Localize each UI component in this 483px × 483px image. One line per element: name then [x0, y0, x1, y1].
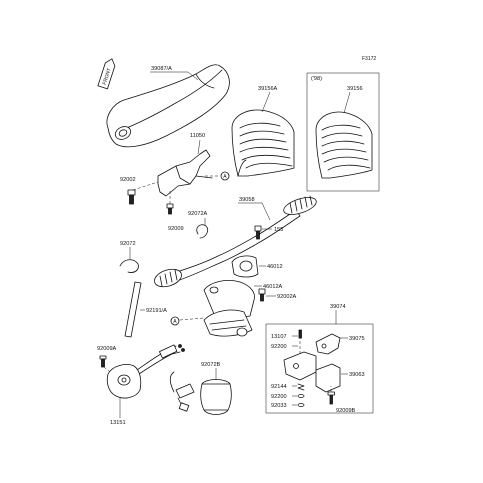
bolt-92002A: 92002A	[258, 288, 297, 302]
bolt-155: 155	[254, 225, 283, 240]
cover-39156: 39156	[315, 86, 373, 179]
callout-a-lower-letter: A	[173, 319, 177, 325]
label-39074: 39074	[330, 304, 346, 310]
label-39156A: 39156A	[258, 86, 278, 92]
switch-assembly-box	[265, 323, 374, 414]
label-39156: 39156	[347, 86, 363, 92]
label-92200b: 92200	[271, 394, 287, 400]
label-39063: 39063	[349, 372, 365, 378]
cable-connector	[169, 371, 195, 412]
grip-right	[283, 197, 317, 215]
label-39087A: 39087/A	[151, 66, 172, 72]
callout-a-upper-letter: A	[223, 174, 227, 180]
clamp-92072A: 92072A	[188, 211, 208, 239]
year-note-box	[306, 72, 380, 192]
label-155: 155	[274, 227, 283, 233]
label-39058: 39058	[239, 197, 255, 203]
clamp-92072B: 92072B	[200, 362, 232, 415]
label-11050: 11050	[190, 133, 205, 139]
bracket-11050: 11050 A	[157, 133, 230, 197]
callout-a-lower	[170, 316, 180, 326]
label-92072B: 92072B	[201, 362, 221, 368]
clamp-92072: 92072	[119, 241, 139, 273]
holder-46012: 46012	[231, 255, 283, 278]
handlebar-39058: 39058	[154, 195, 317, 288]
label-92191A: 92191/A	[146, 308, 167, 314]
label-92009: 92009	[168, 226, 184, 232]
front-label: FRONT	[102, 67, 113, 85]
label-46012: 46012	[267, 264, 283, 270]
label-39075: 39075	[349, 336, 365, 342]
label-92002A: 92002A	[277, 294, 297, 300]
holder-46012A: 46012A	[203, 280, 283, 337]
grip-cover-39087A: 39087/A	[106, 64, 230, 148]
bolt-92002: 92002	[120, 177, 159, 205]
label-92009B: 92009B	[336, 408, 356, 414]
label-13151: 13151	[110, 420, 126, 426]
wire-harness	[133, 344, 185, 377]
front-marker: FRONT	[97, 58, 116, 90]
figure-code: F3172	[362, 56, 376, 62]
callout-a-upper	[220, 171, 230, 181]
front-arrow-icon	[97, 58, 116, 90]
label-92072A: 92072A	[188, 211, 208, 217]
switch-housing-13151: 13151	[106, 364, 142, 426]
label-46012A: 46012A	[263, 284, 283, 290]
label-92002: 92002	[120, 177, 136, 183]
label-92033: 92033	[271, 403, 287, 409]
year-note: ('98)	[311, 76, 322, 82]
label-92009A: 92009A	[97, 346, 117, 352]
label-92072: 92072	[120, 241, 136, 247]
screw-92009A: 92009A	[97, 346, 117, 373]
bolt-92009: 92009	[166, 190, 184, 232]
label-92144: 92144	[271, 384, 287, 390]
label-92200a: 92200	[271, 344, 287, 350]
label-13107: 13107	[271, 334, 287, 340]
grip-left	[154, 268, 182, 288]
cable-92191A: 92191/A	[124, 281, 167, 338]
cover-39156A: 39156A	[231, 86, 295, 177]
switch-parts: 13107 39075 92200 39063 92144 92200 9203…	[271, 329, 365, 409]
